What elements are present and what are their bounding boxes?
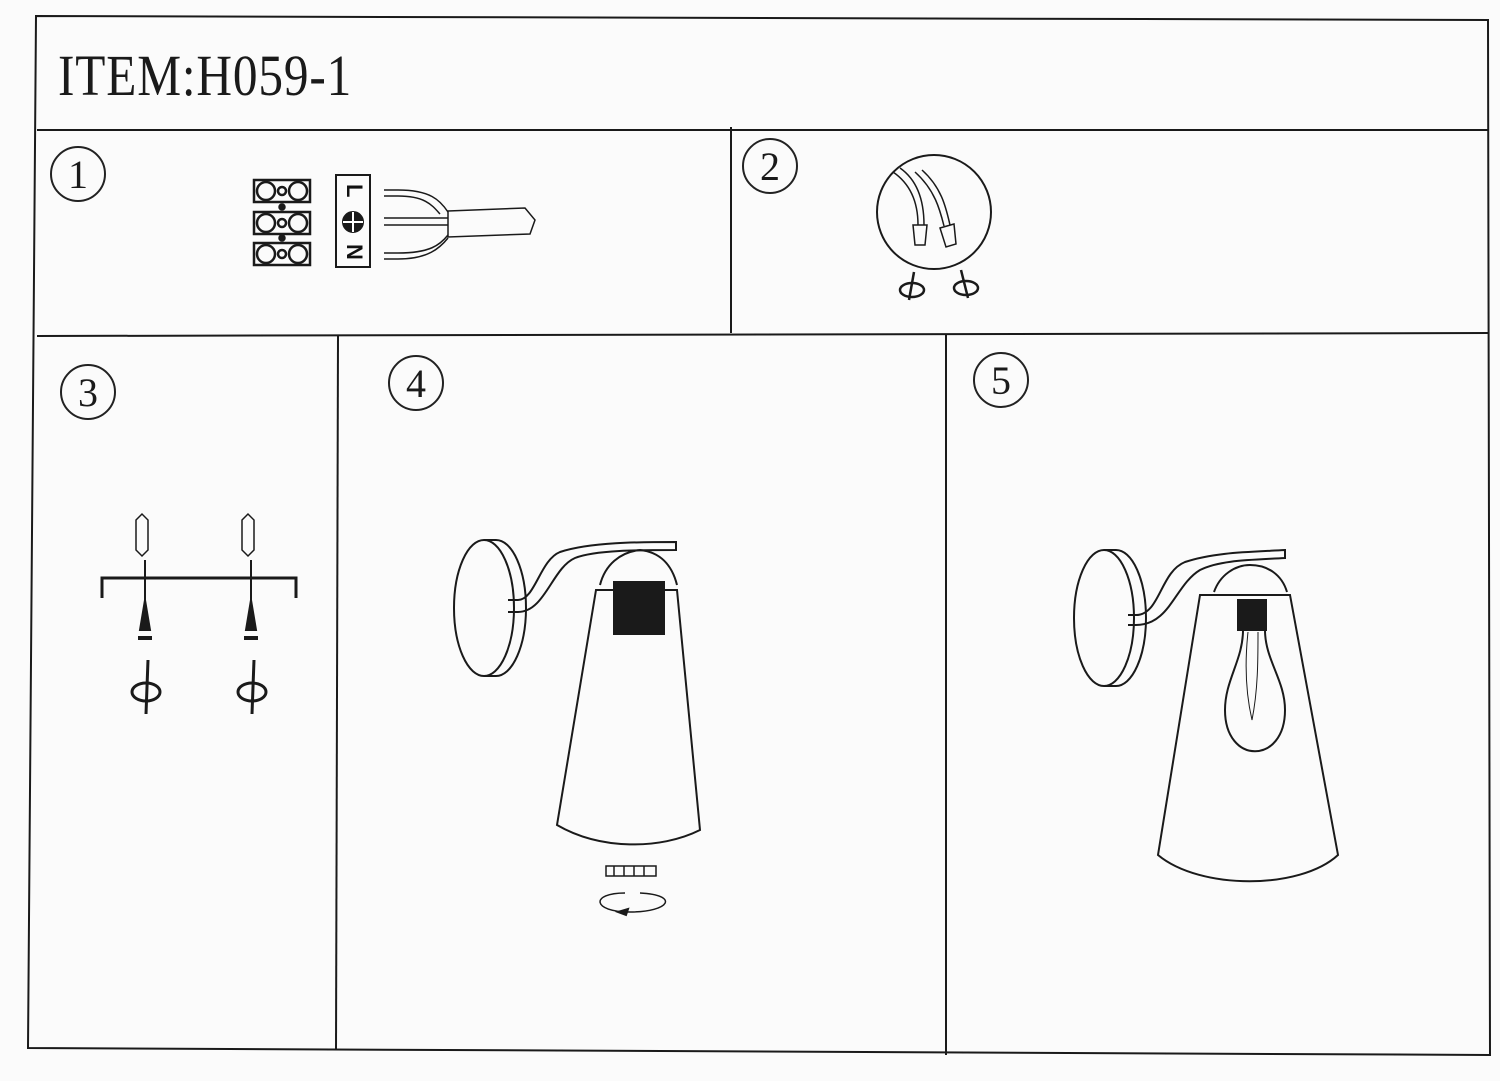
live-terminal-label: L — [342, 184, 367, 197]
step-1-number: 1 — [50, 146, 106, 202]
mounting-bracket-illustration — [100, 512, 298, 715]
step-4-number: 4 — [388, 355, 444, 411]
wire-connector-illustration — [876, 154, 992, 301]
item-title: ITEM:H059-1 — [58, 43, 353, 108]
step-5-number: 5 — [973, 352, 1029, 408]
step-2-number: 2 — [742, 138, 798, 194]
step-3-number: 3 — [60, 364, 116, 420]
neutral-terminal-label: N — [342, 244, 367, 260]
lamp-with-bulb-illustration — [1073, 548, 1340, 883]
terminal-block-illustration — [252, 174, 536, 268]
lamp-assembly-illustration — [453, 539, 702, 917]
panel-grid — [26, 14, 1492, 1057]
